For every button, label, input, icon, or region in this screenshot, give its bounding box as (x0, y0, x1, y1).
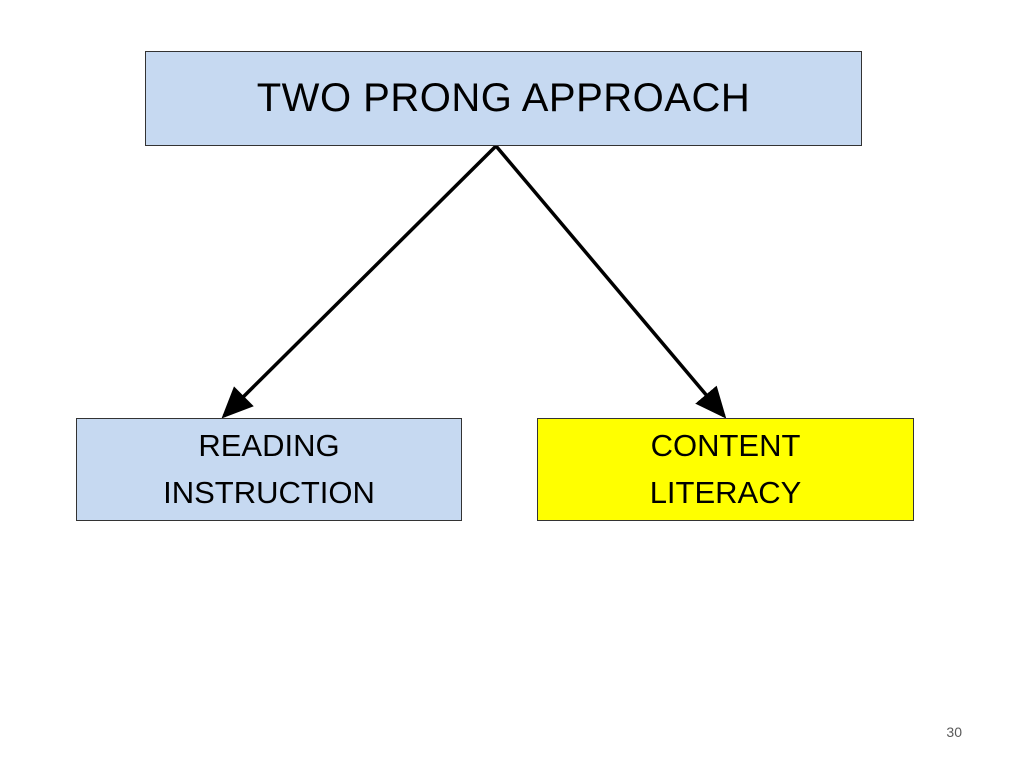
content-literacy-label: CONTENT LITERACY (649, 428, 802, 510)
root-node-box: TWO PRONG APPROACH (145, 51, 862, 146)
arrow-to-reading-instruction (221, 144, 498, 419)
reading-instruction-label: READING INSTRUCTION (163, 428, 375, 510)
page-number: 30 (946, 724, 962, 740)
root-node-label: TWO PRONG APPROACH (256, 76, 751, 120)
reading-instruction-box: READING INSTRUCTION (76, 418, 462, 521)
arrow-to-content-literacy (494, 144, 727, 419)
content-literacy-box: CONTENT LITERACY (537, 418, 914, 521)
